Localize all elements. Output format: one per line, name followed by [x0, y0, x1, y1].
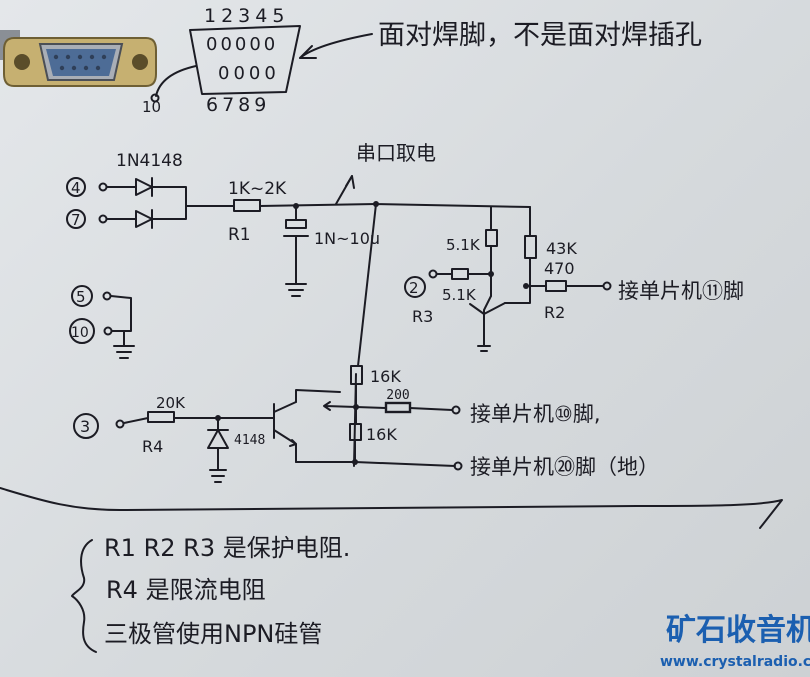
top-pin-numbers: 12345 [204, 5, 289, 27]
ground-pins: 5 10 [69, 285, 135, 359]
lower-output-label-2: 接单片机⑳脚（地） [470, 455, 659, 479]
notes-brace [71, 539, 97, 653]
upper-output-label: 接单片机⑪脚 [618, 279, 744, 303]
r-out-value: 470 [544, 259, 575, 278]
watermark-url: www.crystalradio.cn [660, 654, 810, 670]
r4-name: R4 [142, 437, 163, 456]
pin-label-3: 3 [80, 417, 90, 436]
shell-pin-label: 10 [142, 98, 161, 116]
note-line-3: 三极管使用NPN硅管 [104, 620, 322, 648]
db9-connector-photo [0, 30, 157, 87]
diode-4148-label: 4148 [234, 433, 265, 448]
r3-name: R3 [412, 307, 433, 326]
capacitor-plate [285, 219, 307, 229]
diode-part-label: 1N4148 [116, 151, 183, 171]
r-collector-value: 43K [546, 239, 577, 258]
lower-transistor-stage: 3 20K R4 4148 16K 200 接单片机⑩脚, 16K 接单片机 [73, 365, 659, 483]
capacitor-value: 1N~10u [314, 229, 380, 248]
lower-transistor-symbol [273, 401, 297, 463]
r-up-value: 16K [370, 367, 401, 386]
connector-pinout-sketch: 12345 00000 0000 6789 10 面对焊脚，不是面对焊插孔 [142, 5, 702, 116]
resistor-200 [384, 401, 412, 414]
resistor-43k [524, 235, 537, 259]
diode-symbol [207, 417, 229, 471]
r-base-value: 5.1K [442, 286, 477, 304]
output-terminal [453, 461, 463, 471]
upper-transistor-symbol [469, 295, 506, 337]
r-in-value: 20K [156, 394, 186, 412]
section-divider [0, 487, 783, 529]
ground-icon [477, 345, 491, 352]
r-down-value: 16K [366, 425, 397, 444]
connector-orientation-note: 面对焊脚，不是面对焊插孔 [378, 20, 702, 51]
r1-value: 1K~2K [228, 179, 287, 199]
pin-label-2: 2 [409, 279, 419, 297]
pin-label-4: 4 [71, 179, 81, 197]
resistor-5k1-top [485, 229, 498, 247]
r1-name: R1 [228, 225, 251, 245]
site-watermark: 矿石收音机 www.crystalradio.cn [660, 613, 810, 670]
note-line-2: R4 是限流电阻 [106, 576, 266, 604]
pin-circle [66, 177, 86, 197]
r2-name: R2 [544, 303, 565, 322]
output-terminal [602, 281, 612, 291]
diode-symbol [135, 177, 153, 197]
watermark-title: 矿石收音机 [666, 613, 810, 648]
diode-symbol [135, 209, 153, 229]
resistor-r1 [233, 199, 261, 212]
upper-transistor-stage: 5.1K 2 5.1K R3 43K 470 R2 接单片机⑪脚 [404, 206, 744, 352]
bottom-pin-numbers: 6789 [206, 94, 270, 116]
r-top-value: 5.1K [446, 236, 481, 254]
ground-icon [209, 469, 227, 483]
notes-section: R1 R2 R3 是保护电阻. R4 是限流电阻 三极管使用NPN硅管 [71, 534, 350, 653]
pin-label-10: 10 [71, 325, 89, 341]
output-terminal [451, 405, 461, 415]
pin-label-7: 7 [71, 211, 81, 229]
r-series-value: 200 [386, 388, 409, 403]
pin-circle [66, 209, 86, 229]
note-line-1: R1 R2 R3 是保护电阻. [104, 534, 350, 562]
resistor-r3 [451, 268, 469, 280]
diode-input-stage: 4 7 1N4148 [66, 151, 235, 229]
ground-icon [285, 283, 307, 297]
resistor-r2 [545, 280, 567, 292]
pin-label-5: 5 [76, 288, 86, 306]
power-source-note: 串口取电 [356, 141, 436, 165]
r1-cap-stage: 1K~2K R1 1N~10u 串口取电 [228, 141, 436, 297]
ground-icon [113, 345, 135, 359]
lower-output-label-1: 接单片机⑩脚, [470, 402, 601, 426]
resistor-r4 [147, 411, 175, 423]
bottom-pin-holes: 0000 [218, 63, 280, 84]
top-pin-holes: 00000 [206, 34, 278, 55]
